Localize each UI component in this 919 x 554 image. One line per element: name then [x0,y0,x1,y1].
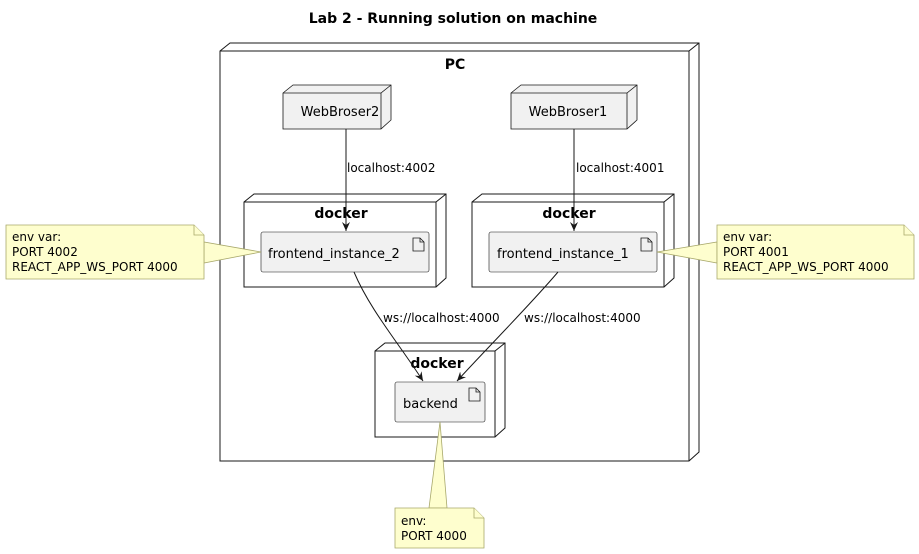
note-line: REACT_APP_WS_PORT 4000 [12,260,178,274]
pc-node-label: PC [445,57,466,73]
edge-label: localhost:4001 [576,161,664,175]
artifact-icon [640,237,653,252]
artifact-icon [412,237,425,252]
note-frontend-2: env var: PORT 4002 REACT_APP_WS_PORT 400… [5,224,262,280]
browser-node-2-label: WebBroser2 [301,105,380,120]
edge-browser2-to-frontend2: localhost:4002 [342,129,435,231]
browser-node-1-label: WebBroser1 [529,105,608,120]
edge-frontend2-to-backend: ws://localhost:4000 [353,271,500,382]
note-line: REACT_APP_WS_PORT 4000 [723,260,889,274]
note-frontend-1: env var: PORT 4001 REACT_APP_WS_PORT 400… [656,224,915,280]
edge-browser1-to-frontend1: localhost:4001 [570,129,664,231]
edge-label: ws://localhost:4000 [524,311,641,325]
note-line: env var: [12,230,61,244]
browser-node-2: WebBroser2 [282,84,392,130]
artifact-frontend-instance-2-label: frontend_instance_2 [268,247,400,262]
browser-node-1: WebBroser1 [510,84,638,130]
edge-label: localhost:4002 [347,161,435,175]
docker-node-frontend-2: docker frontend_instance_2 [243,193,447,288]
note-line: env var: [723,230,772,244]
note-line: PORT 4000 [401,529,467,543]
docker-node-backend-label: docker [410,356,463,372]
note-line: env: [401,514,426,528]
docker-node-frontend-2-label: docker [314,206,367,222]
note-line: PORT 4001 [723,245,789,259]
docker-node-backend: docker backend [374,342,506,438]
artifact-icon [468,387,481,402]
docker-node-frontend-1-label: docker [542,206,595,222]
artifact-backend-label: backend [403,397,458,412]
note-backend: env: PORT 4000 [394,421,485,549]
docker-node-frontend-1: docker frontend_instance_1 [471,193,675,288]
note-line: PORT 4002 [12,245,78,259]
edge-frontend1-to-backend: ws://localhost:4000 [456,271,641,382]
diagram-title: Lab 2 - Running solution on machine [309,11,598,27]
pc-node: PC [219,42,700,462]
artifact-frontend-instance-1-label: frontend_instance_1 [497,247,629,262]
edge-label: ws://localhost:4000 [383,311,500,325]
